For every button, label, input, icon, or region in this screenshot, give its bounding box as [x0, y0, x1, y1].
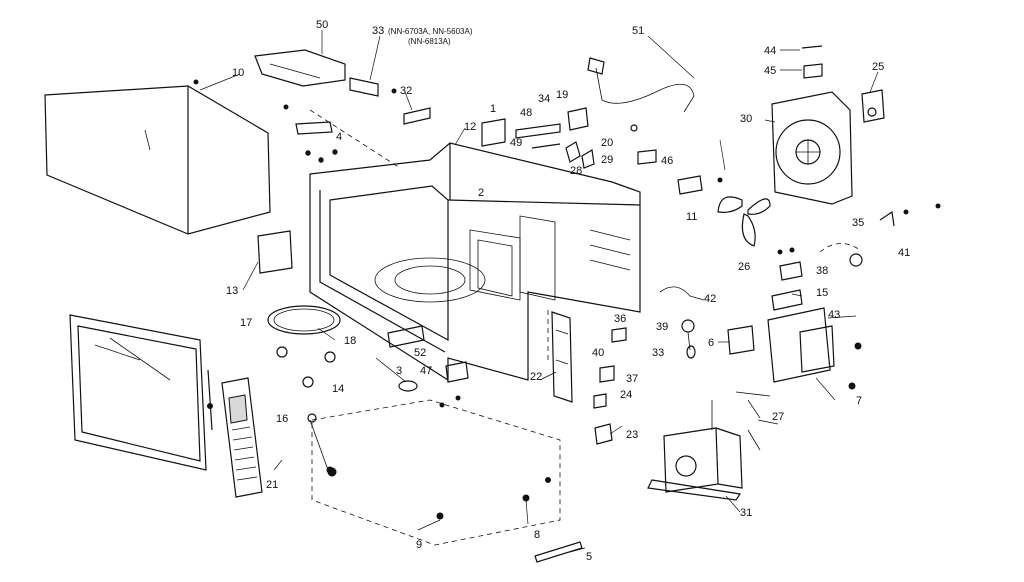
callout-label: 5: [586, 551, 592, 563]
fan-bracket-part: [861, 89, 885, 123]
callout-label: 46: [661, 155, 673, 167]
control-panel-part: [221, 377, 263, 498]
callout-label: 36: [614, 313, 626, 325]
callout-label: 50: [316, 19, 328, 31]
fan-housing-part: [771, 91, 853, 205]
door-assembly-part: [69, 314, 213, 471]
callout-label: 3: [396, 365, 402, 377]
callout-label: 6: [708, 337, 714, 349]
callout-label: 47: [420, 365, 432, 377]
latch-board-part: [551, 311, 627, 445]
callout-label: 42: [704, 293, 716, 305]
callout-label: (NN-6703A, NN-5603A): [388, 27, 473, 36]
callout-label: 34: [538, 93, 550, 105]
callout-label: 13: [226, 285, 238, 297]
callout-label: 10: [232, 67, 244, 79]
callout-label: 41: [898, 247, 910, 259]
callout-label: 18: [344, 335, 356, 347]
callout-label: 24: [620, 389, 632, 401]
callout-label: 25: [872, 61, 884, 73]
callout-label: 29: [601, 154, 613, 166]
callout-label: 33: [372, 25, 384, 37]
leader-lines: [199, 30, 879, 553]
outer-cabinet-part: [44, 79, 289, 235]
callout-labels: 50 33 (NN-6703A, NN-5603A) (NN-6813A) 51…: [226, 19, 910, 563]
callout-label: 30: [740, 113, 752, 125]
callout-label: 22: [530, 371, 542, 383]
spring-part: [801, 45, 823, 79]
callout-label: 51: [632, 25, 644, 37]
callout-label: 31: [740, 507, 752, 519]
thermal-parts: [659, 286, 696, 359]
base-plate-part: [311, 395, 561, 546]
callout-label: 37: [626, 373, 638, 385]
callout-label: (NN-6813A): [408, 37, 451, 46]
roller-ring-part: [267, 305, 341, 477]
callout-label: 2: [478, 187, 484, 199]
callout-label: 45: [764, 65, 776, 77]
callout-label: 32: [400, 85, 412, 97]
callout-label: 8: [534, 529, 540, 541]
callout-label: 20: [601, 137, 613, 149]
right-side-parts: [727, 203, 941, 390]
callout-label: 14: [332, 383, 344, 395]
lamp-part: [349, 77, 397, 97]
callout-label: 12: [464, 121, 476, 133]
wiring-brackets-part: [481, 107, 657, 169]
callout-label: 43: [828, 309, 840, 321]
high-voltage-parts: [711, 391, 779, 451]
callout-label: 33: [652, 347, 664, 359]
callout-label: 17: [240, 317, 252, 329]
callout-label: 26: [738, 261, 750, 273]
callout-label: 52: [414, 347, 426, 359]
oven-cavity-part: [309, 109, 641, 382]
callout-label: 7: [856, 395, 862, 407]
callout-label: 15: [816, 287, 828, 299]
callout-label: 9: [416, 539, 422, 551]
callout-label: 4: [336, 131, 342, 143]
callout-label: 48: [520, 107, 532, 119]
callout-label: 28: [570, 165, 582, 177]
callout-label: 40: [592, 347, 604, 359]
callout-label: 11: [686, 211, 697, 223]
damper-plate-part: [257, 230, 293, 274]
callout-label: 49: [510, 137, 522, 149]
callout-label: 38: [816, 265, 828, 277]
fan-blade-part: [717, 196, 771, 247]
callout-label: 21: [266, 479, 278, 491]
callout-label: 19: [556, 89, 568, 101]
callout-label: 23: [626, 429, 638, 441]
power-cord-part: [587, 57, 695, 113]
transformer-part: [647, 427, 743, 501]
callout-label: 16: [276, 413, 288, 425]
callout-label: 1: [490, 103, 496, 115]
stick-part: [534, 541, 583, 563]
callout-label: 44: [764, 45, 776, 57]
fan-motor-part: [677, 175, 723, 195]
callout-label: 39: [656, 321, 668, 333]
bracket-parts: [295, 107, 431, 163]
small-parts: [387, 325, 469, 392]
callout-label: 27: [772, 411, 784, 423]
callout-label: 35: [852, 217, 864, 229]
top-cover-part: [254, 49, 346, 87]
